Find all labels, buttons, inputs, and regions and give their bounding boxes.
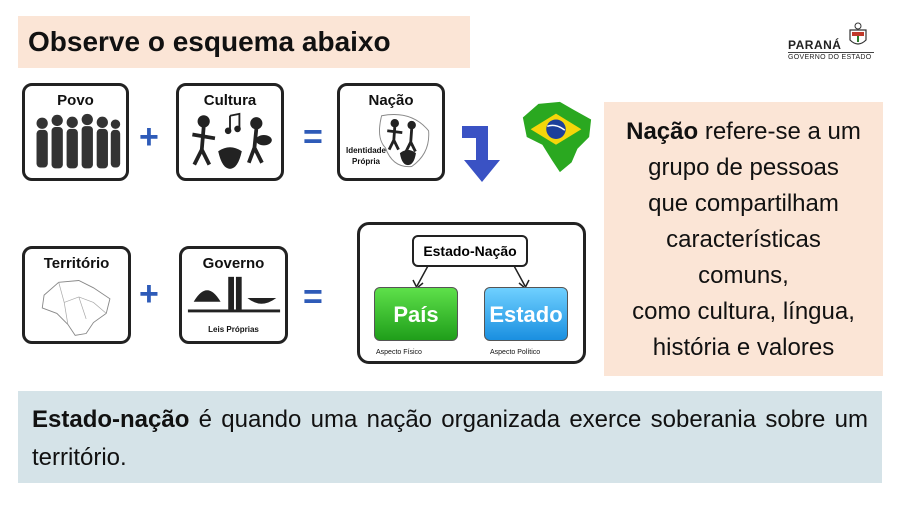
side-line-2: grupo de pessoas: [648, 154, 839, 181]
side-line-4: características: [666, 226, 821, 253]
card-governo-label: Governo: [202, 255, 265, 272]
logo-subtitle: GOVERNO DO ESTADO: [788, 54, 872, 61]
turn-down-arrow-icon: [462, 126, 500, 182]
nacao-sub-1: Identidade: [346, 146, 387, 155]
card-povo: Povo: [22, 83, 129, 181]
governo-sub: Leis Próprias: [208, 325, 259, 334]
card-territorio-label: Território: [43, 255, 110, 272]
estado-sub: Aspecto Político: [490, 349, 541, 356]
congress-building-icon: [187, 276, 281, 313]
nacao-definition-box: Nação refere-se a um grupo de pessoas qu…: [604, 102, 883, 376]
estado-nacao-definition-box: Estado-nação é quando uma nação organiza…: [18, 391, 882, 483]
equals-operator-1: =: [303, 118, 323, 156]
plus-operator-1: +: [139, 118, 159, 156]
nation-icon: [379, 114, 430, 168]
bottom-term: Estado-nação: [32, 406, 190, 433]
plus-operator-2: +: [139, 275, 159, 313]
pais-box: País: [374, 287, 458, 341]
card-territorio: Território: [22, 246, 131, 344]
parana-logo: PARANÁ GOVERNO DO ESTADO: [788, 22, 880, 66]
people-icon: [36, 113, 121, 169]
side-line-1: Nação refere-se a um: [610, 114, 877, 150]
equals-operator-2: =: [303, 278, 323, 316]
card-povo-label: Povo: [57, 92, 94, 109]
estado-nacao-head: Estado-Nação: [412, 235, 528, 267]
logo-divider: [788, 52, 874, 53]
card-cultura-label: Cultura: [203, 92, 257, 109]
card-nacao-label: Nação: [368, 92, 414, 109]
page-title: Observe o esquema abaixo: [28, 26, 391, 57]
card-cultura: Cultura: [176, 83, 284, 181]
card-estado-nacao: Estado-Nação País Estado Aspecto Físico …: [357, 222, 586, 364]
side-line-3: que compartilham: [648, 190, 839, 217]
side-line-7: história e valores: [652, 334, 835, 361]
pais-sub: Aspecto Físico: [376, 349, 422, 356]
estado-box: Estado: [484, 287, 568, 341]
card-nacao: Nação Identidade Própria: [337, 83, 445, 181]
logo-name: PARANÁ: [788, 38, 842, 52]
coat-of-arms-icon: [849, 22, 867, 45]
side-term: Nação: [626, 118, 699, 145]
side-line-6: como cultura, língua,: [632, 298, 855, 325]
side-line-5: comuns,: [698, 262, 789, 289]
card-governo: Governo Leis Próprias: [179, 246, 288, 344]
culture-icon: [192, 112, 272, 169]
side-line-1-rest: refere-se a um: [698, 118, 861, 145]
bottom-rest: é quando uma nação organizada exerce sob…: [32, 406, 868, 471]
brazil-flag-map-icon: [522, 101, 592, 173]
title-banner: Observe o esquema abaixo: [18, 16, 470, 68]
territory-map-icon: [41, 280, 111, 336]
nacao-sub-2: Própria: [352, 157, 381, 166]
